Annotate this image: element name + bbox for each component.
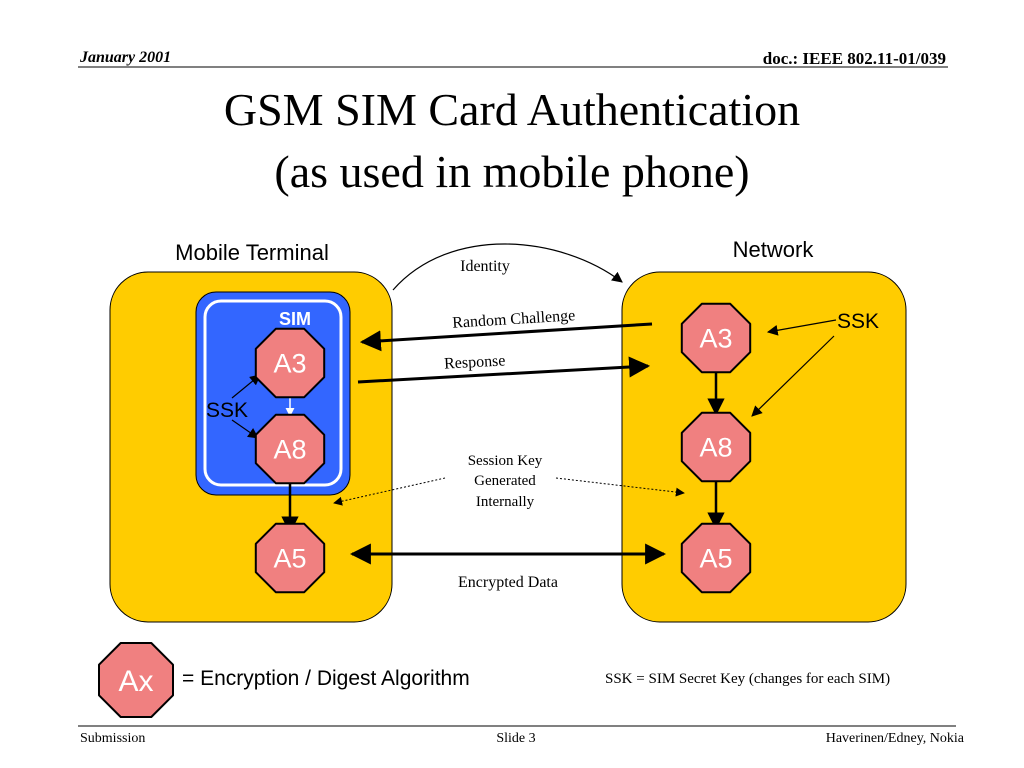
mobile-terminal-label: Mobile Terminal: [175, 240, 329, 265]
network-node-a8-label: A8: [699, 433, 732, 463]
network-node-a5-label: A5: [699, 544, 732, 574]
mobile-ssk-label: SSK: [206, 399, 248, 422]
network-node-a8: A8: [680, 411, 752, 483]
mobile-node-a8-label: A8: [273, 435, 306, 465]
network-ssk-to-a3-arrow: [766, 319, 837, 336]
mobile-node-a5: A5: [254, 522, 326, 594]
sim-inner-border: [203, 299, 343, 487]
legend-symbol: Ax: [98, 642, 174, 718]
mobile-ssk-to-a8-arrow: [231, 419, 259, 439]
response-label: Response: [444, 352, 506, 372]
network-ssk-to-a8-arrow: [751, 335, 835, 417]
footer-slide: Slide 3: [496, 731, 535, 746]
session-key-line1: Session Key: [468, 453, 543, 469]
identity-label: Identity: [460, 258, 510, 275]
network-node-a5: A5: [680, 522, 752, 594]
random-challenge-arrow: [359, 322, 653, 352]
network-node-a3-octagon: [680, 302, 752, 374]
mobile-node-a8-octagon: [254, 413, 326, 485]
header-date: January 2001: [79, 49, 171, 66]
mobile-ssk-to-a3-arrow: [231, 374, 261, 399]
mobile-node-a3-octagon: [254, 327, 326, 399]
network-node-a8-octagon: [680, 411, 752, 483]
identity-arrow: [392, 243, 623, 291]
legend-symbol-octagon: [98, 642, 174, 718]
footer-authors: Haverinen/Edney, Nokia: [826, 731, 965, 746]
random-challenge-label: Random Challenge: [452, 307, 576, 331]
network-label: Network: [733, 237, 815, 262]
session-key-right-arrow: [555, 477, 685, 497]
network-ssk-label: SSK: [837, 310, 879, 333]
mobile-node-a5-label: A5: [273, 544, 306, 574]
session-key-left-arrow: [333, 477, 446, 506]
legend-symbol-label: Ax: [118, 665, 153, 698]
legend: Ax: [98, 642, 174, 718]
legend-text: = Encryption / Digest Algorithm: [182, 667, 470, 690]
session-key-line3: Internally: [476, 494, 535, 510]
response-arrow: [357, 356, 651, 384]
encrypted-data-label: Encrypted Data: [458, 574, 558, 591]
network-node-a5-octagon: [680, 522, 752, 594]
title-line2: (as used in mobile phone): [274, 146, 749, 197]
ssk-note: SSK = SIM Secret Key (changes for each S…: [605, 671, 890, 687]
mobile-node-a3-label: A3: [273, 349, 306, 379]
network-node-a3-label: A3: [699, 324, 732, 354]
header-doc: doc.: IEEE 802.11-01/039: [763, 49, 946, 68]
footer-submission: Submission: [80, 731, 145, 746]
network-node-a3: A3: [680, 302, 752, 374]
session-key-line2: Generated: [474, 473, 536, 489]
mobile-node-a3: A3: [254, 327, 326, 399]
mobile-node-a5-octagon: [254, 522, 326, 594]
mobile-node-a8: A8: [254, 413, 326, 485]
sim-label: SIM: [279, 309, 311, 329]
title-line1: GSM SIM Card Authentication: [224, 84, 800, 135]
